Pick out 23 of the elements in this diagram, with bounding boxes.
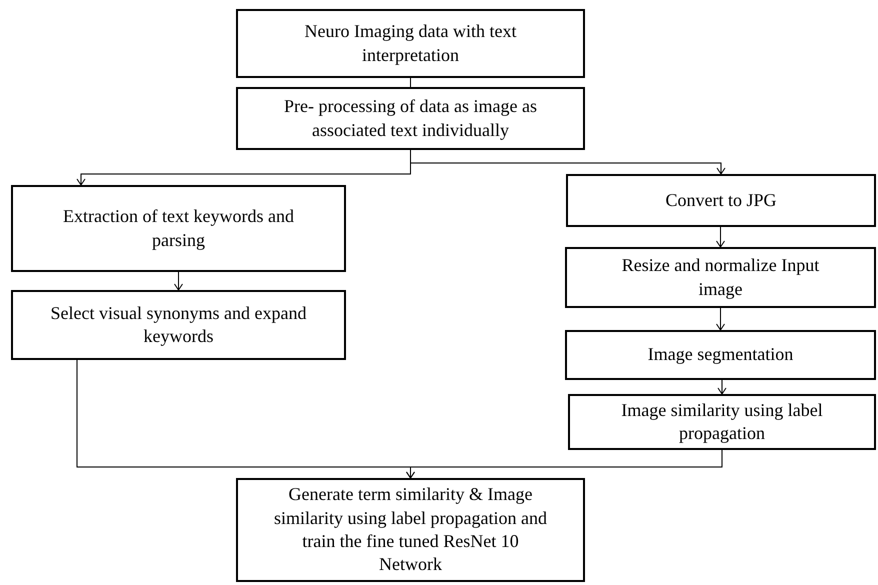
arrow: [174, 272, 183, 290]
box-text: Pre- processing of data as image as associated text individually: [283, 95, 538, 142]
box-text: Neuro Imaging data with text interpretation: [304, 20, 518, 67]
box-text: Convert to JPG: [665, 188, 776, 212]
arrow: [716, 226, 725, 248]
box-text: Resize and normalize Input image: [620, 254, 820, 301]
box-text: Generate term similarity & Image similarity using label propagation and train the fine tuned ResNet 10 Network: [273, 483, 548, 576]
box-text: Extraction of text keywords and parsing: [62, 205, 295, 252]
process-box: [565, 247, 876, 308]
process-box: [236, 9, 585, 78]
arrow: [406, 450, 722, 478]
process-box: [565, 330, 876, 380]
arrow: [718, 380, 726, 394]
process-box: [236, 87, 585, 150]
process-box: [11, 290, 346, 360]
process-box: [566, 174, 876, 227]
box-text: Image segmentation: [648, 343, 794, 366]
arrow: [716, 308, 725, 330]
box-text: Image similarity using label propagation: [620, 398, 824, 445]
box-text: Select visual synonyms and expand keywords: [50, 302, 308, 348]
process-box: [11, 185, 346, 272]
process-box: [568, 394, 876, 450]
process-box: [236, 478, 585, 582]
